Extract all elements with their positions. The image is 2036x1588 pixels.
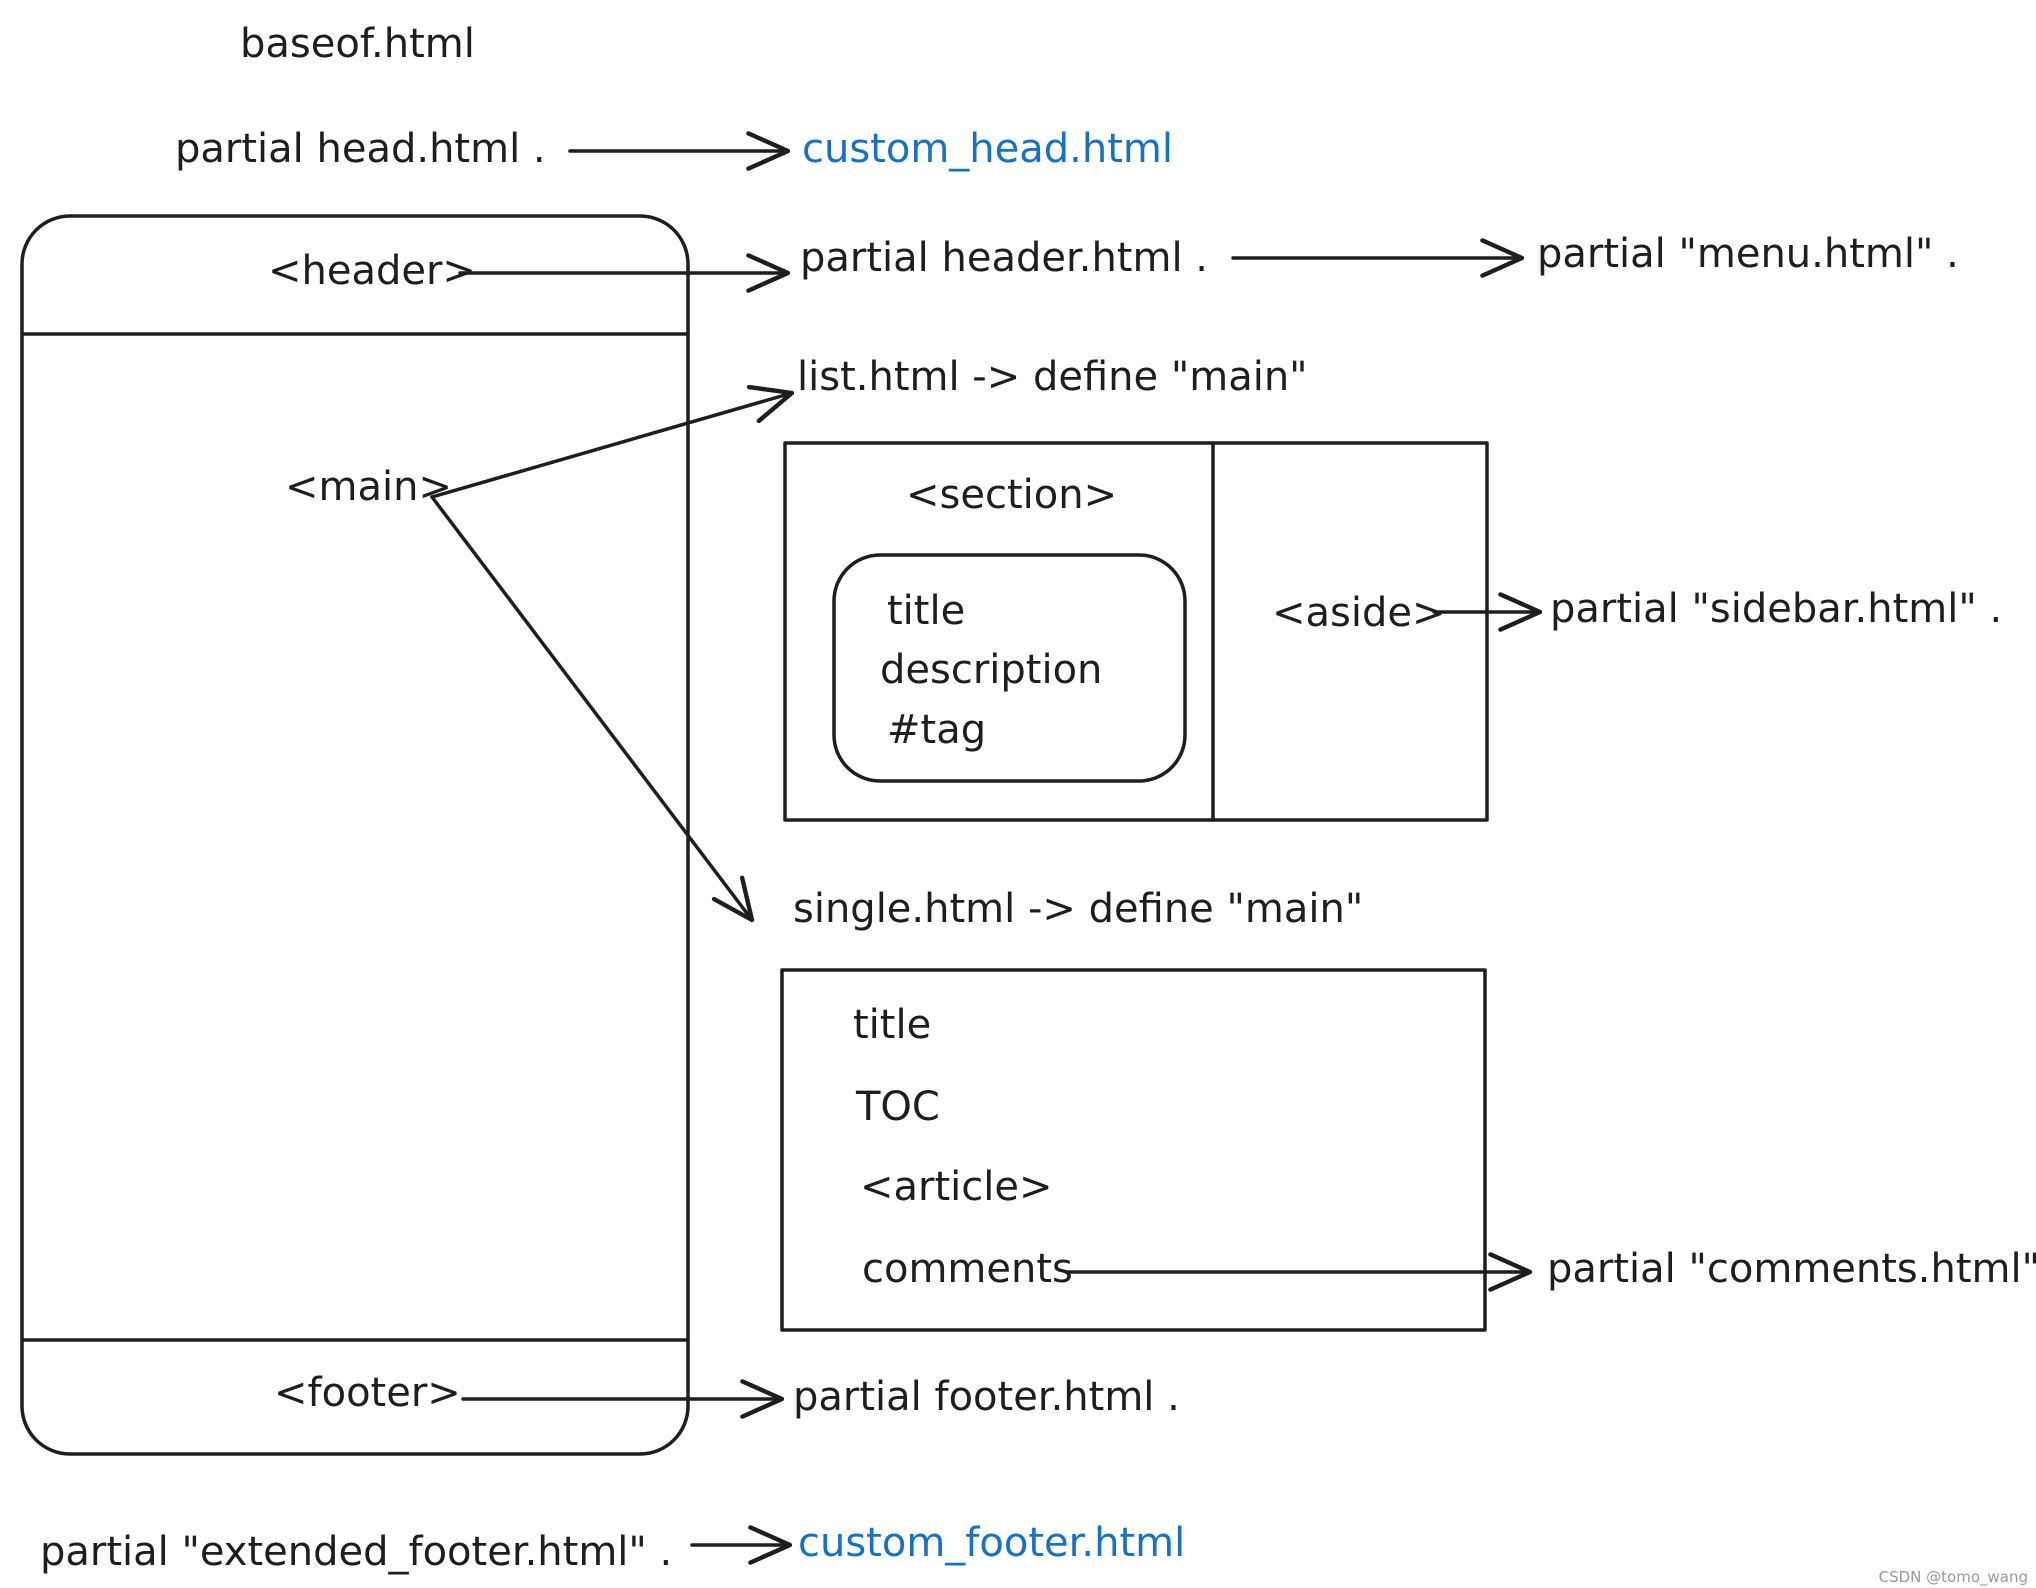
main-to-list-arrow [430,384,795,499]
head-partial-label: partial head.html . [175,126,546,172]
section-tag-label: <section> [906,472,1117,518]
custom-footer-label: custom_footer.html [798,1520,1185,1566]
card-title: title [887,588,965,634]
single-box [780,968,1487,1332]
single-toc: TOC [855,1084,940,1130]
footer-tag-label: <footer> [274,1370,461,1416]
menu-partial-label: partial "menu.html" . [1537,231,1959,277]
list-box [783,441,1489,822]
watermark: CSDN @tomo_wang [1879,1568,2028,1587]
card-description: description [880,647,1102,693]
extended-footer-partial-label: partial "extended_footer.html" . [40,1529,672,1575]
list-heading: list.html -> define "main" [797,354,1308,400]
diagram-title: baseof.html [240,21,475,67]
card-tag: #tag [887,707,986,753]
single-heading: single.html -> define "main" [793,886,1363,932]
single-title: title [853,1002,931,1048]
sidebar-partial-label: partial "sidebar.html" . [1550,586,2002,632]
single-article: <article> [860,1164,1053,1210]
aside-tag-label: <aside> [1272,590,1446,636]
main-tag-label: <main> [285,464,452,510]
custom-head-label: custom_head.html [802,126,1173,172]
comments-partial-label: partial "comments.html" . [1547,1246,2036,1292]
main-to-single-arrow [430,495,755,923]
card-box [832,553,1187,783]
footer-partial-label: partial footer.html . [793,1374,1180,1420]
header-partial-label: partial header.html . [800,235,1208,281]
single-comments: comments [862,1246,1073,1292]
baseof-layout-box [20,214,690,1456]
header-tag-label: <header> [268,248,476,294]
